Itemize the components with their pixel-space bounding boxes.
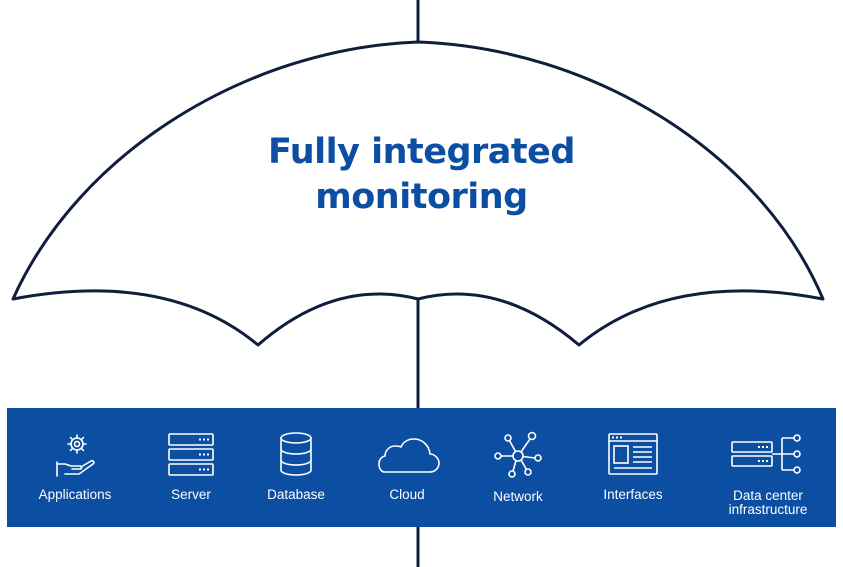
- category-label: Cloud: [389, 487, 425, 502]
- headline: Fully integrated monitoring: [0, 130, 843, 220]
- category-label: Network: [493, 489, 543, 504]
- category-label: Interfaces: [603, 487, 663, 502]
- headline-line-1: Fully integrated: [268, 132, 575, 172]
- category-server: Server: [136, 408, 246, 527]
- category-label: Data center infrastructure: [702, 489, 834, 517]
- category-label-line-2: infrastructure: [728, 502, 808, 517]
- headline-line-2: monitoring: [315, 177, 528, 217]
- monitoring-categories-band: Applications Server Database: [7, 408, 836, 527]
- category-interfaces: Interfaces: [578, 408, 688, 527]
- network-icon: [488, 430, 548, 480]
- category-label-line-1: Data center: [733, 488, 803, 503]
- category-database: Database: [241, 408, 351, 527]
- interfaces-icon: [603, 430, 663, 480]
- umbrella-canopy: [11, 40, 825, 347]
- category-label: Server: [171, 487, 211, 502]
- category-cloud: Cloud: [352, 408, 462, 527]
- category-applications: Applications: [20, 408, 130, 527]
- category-label: Applications: [38, 487, 112, 502]
- category-data-center-infrastructure: Data center infrastructure: [712, 408, 824, 527]
- category-label: Database: [267, 487, 325, 502]
- server-icon: [161, 430, 221, 480]
- gear-hand-icon: [45, 430, 105, 480]
- category-network: Network: [463, 408, 573, 527]
- data-center-icon: [728, 430, 808, 480]
- database-icon: [266, 430, 326, 480]
- cloud-icon: [372, 430, 442, 480]
